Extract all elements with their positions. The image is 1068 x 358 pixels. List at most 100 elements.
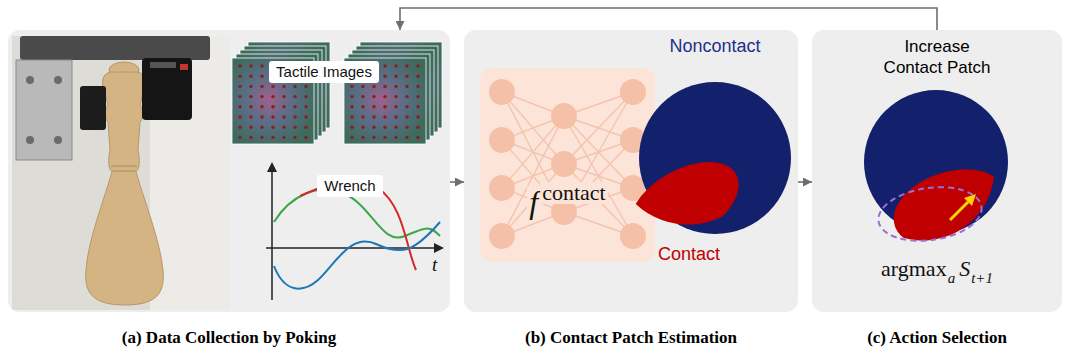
marker-dot <box>249 64 252 67</box>
marker-dot <box>383 95 386 98</box>
marker-dot <box>372 115 375 118</box>
neuron <box>620 79 646 105</box>
illustration-group <box>12 36 444 310</box>
formula-row: argmaxaSt+1 <box>881 256 993 282</box>
neuron <box>489 175 515 201</box>
marker-dot <box>394 105 397 108</box>
marker-dot <box>260 95 263 98</box>
marker-dot <box>383 126 386 129</box>
marker-dot <box>394 136 397 139</box>
patch-disk: NoncontactContact <box>636 34 794 272</box>
panel-caption: (c) Action Selection <box>812 328 1062 348</box>
marker-dot <box>293 85 296 88</box>
target-patch <box>875 181 985 247</box>
plot-axis <box>271 168 273 300</box>
region-label: Contact <box>658 244 720 265</box>
stage-panel: (a) Data Collection by PokingTactile Ima… <box>8 30 450 312</box>
gripper-arm <box>20 36 210 60</box>
marker-dot <box>238 105 241 108</box>
marker-dot <box>416 75 419 78</box>
sensor-strip <box>150 62 176 68</box>
marker-dot <box>416 105 419 108</box>
marker-dot <box>238 64 241 67</box>
marker-dot <box>405 115 408 118</box>
marker-dot <box>405 64 408 67</box>
marker-dot <box>416 85 419 88</box>
marker-dot <box>304 115 307 118</box>
marker-dot <box>260 105 263 108</box>
marker-dot <box>238 136 241 139</box>
axis-label: t <box>430 254 439 276</box>
marker-dot <box>361 136 364 139</box>
marker-dot <box>282 85 285 88</box>
caption-slot: (c) Action Selection <box>812 328 1062 348</box>
marker-dot <box>293 126 296 129</box>
marker-dot <box>282 115 285 118</box>
photo-background <box>12 36 230 310</box>
mount-hole <box>26 76 34 84</box>
marker-dot <box>238 75 241 78</box>
marker-dot <box>260 64 263 67</box>
marker-dot <box>282 136 285 139</box>
region-label-slot: Noncontact <box>636 36 794 57</box>
marker-dot <box>394 85 397 88</box>
region-label-slot: Contact <box>658 244 720 265</box>
marker-dot <box>249 75 252 78</box>
marker-dot <box>383 75 386 78</box>
marker-dot <box>405 75 408 78</box>
right-sensor <box>142 58 192 120</box>
marker-dot <box>350 136 353 139</box>
marker-dot <box>394 64 397 67</box>
marker-dot <box>260 115 263 118</box>
marker-dot <box>405 105 408 108</box>
marker-dot <box>416 126 419 129</box>
marker-dot <box>416 95 419 98</box>
patch-illustration <box>636 34 794 272</box>
marker-dot <box>249 136 252 139</box>
flow-arrow <box>450 181 464 183</box>
sensor-light <box>180 64 188 70</box>
mount-hole <box>54 136 62 144</box>
marker-dot <box>249 126 252 129</box>
marker-dot <box>361 126 364 129</box>
marker-dot <box>350 85 353 88</box>
tag-slot: Wrench <box>324 176 375 196</box>
caption-slot: (a) Data Collection by Poking <box>8 328 450 348</box>
data-tag: Wrench <box>317 175 382 197</box>
marker-dot <box>361 115 364 118</box>
label-slot: t <box>430 254 439 276</box>
neuron <box>551 151 577 177</box>
marker-dot <box>260 136 263 139</box>
marker-dot <box>350 95 353 98</box>
formula-term: S <box>959 256 970 282</box>
axis-head <box>267 162 277 172</box>
marker-dot <box>293 95 296 98</box>
formula-term: argmax <box>881 256 947 282</box>
marker-dot <box>372 136 375 139</box>
marker-dot <box>405 95 408 98</box>
marker-dot <box>249 115 252 118</box>
title-slot: Increase Contact Patch <box>877 36 997 79</box>
marker-dot <box>372 105 375 108</box>
marker-dot <box>282 105 285 108</box>
panel-caption: (b) Contact Patch Estimation <box>464 328 798 348</box>
marker-dot <box>271 136 274 139</box>
formula-slot: f <box>527 186 540 218</box>
tag-text: Tactile Images <box>276 62 372 82</box>
marker-dot <box>249 95 252 98</box>
neuron <box>551 103 577 129</box>
marker-dot <box>383 136 386 139</box>
marker-dot <box>394 115 397 118</box>
marker-dot <box>416 115 419 118</box>
marker-dot <box>293 136 296 139</box>
marker-dot <box>405 85 408 88</box>
network-illustration <box>480 68 655 262</box>
marker-dot <box>394 126 397 129</box>
marker-dot <box>372 85 375 88</box>
marker-dot <box>350 115 353 118</box>
marker-dot <box>260 85 263 88</box>
marker-dot <box>238 126 241 129</box>
marker-dot <box>383 64 386 67</box>
marker-dot <box>260 126 263 129</box>
